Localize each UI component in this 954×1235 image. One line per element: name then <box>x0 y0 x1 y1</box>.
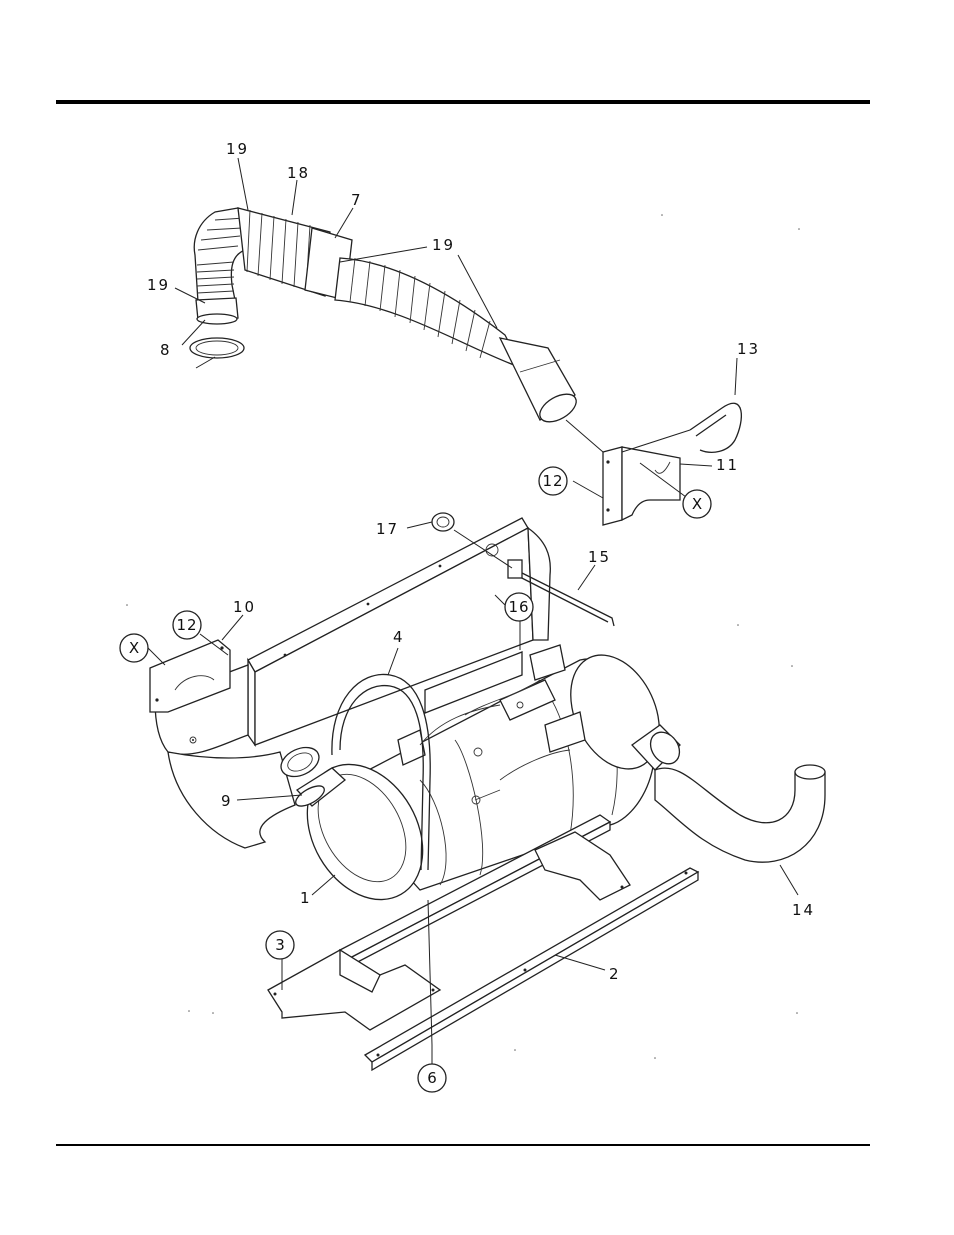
svg-text:12: 12 <box>176 616 197 634</box>
callout-15: 15 <box>588 548 611 566</box>
svg-text:12: 12 <box>542 472 563 490</box>
callout-19-left: 19 <box>147 276 170 294</box>
callout-x-right: X <box>683 490 711 518</box>
callout-13: 13 <box>737 340 760 358</box>
callout-3: 3 <box>266 931 294 959</box>
callout-4: 4 <box>393 628 405 646</box>
callout-17: 17 <box>376 520 399 538</box>
callout-19-right: 19 <box>432 236 455 254</box>
svg-text:X: X <box>692 495 702 513</box>
callout-6: 6 <box>418 1064 446 1092</box>
callout-11: 11 <box>716 456 739 474</box>
callout-10: 10 <box>233 598 256 616</box>
flexible-duct <box>190 208 581 428</box>
callout-1: 1 <box>300 889 312 907</box>
grommet-17 <box>432 513 454 531</box>
callout-14: 14 <box>792 901 815 919</box>
u-clip-13 <box>622 403 741 452</box>
callout-7: 7 <box>351 191 363 209</box>
callout-8: 8 <box>160 341 172 359</box>
callout-2: 2 <box>609 965 621 983</box>
callout-19-top: 19 <box>226 140 249 158</box>
callout-12-right: 12 <box>539 467 567 495</box>
callout-18: 18 <box>287 164 310 182</box>
exhaust-hose-14 <box>655 765 825 862</box>
callout-12-left: 12 <box>173 611 201 639</box>
svg-text:3: 3 <box>275 936 285 954</box>
bracket-plate-11 <box>603 447 680 525</box>
svg-text:16: 16 <box>508 598 529 616</box>
callout-x-left: X <box>120 634 148 662</box>
svg-text:6: 6 <box>427 1069 437 1087</box>
svg-text:X: X <box>129 639 139 657</box>
callout-16: 16 <box>505 593 533 621</box>
callout-9: 9 <box>221 792 233 810</box>
